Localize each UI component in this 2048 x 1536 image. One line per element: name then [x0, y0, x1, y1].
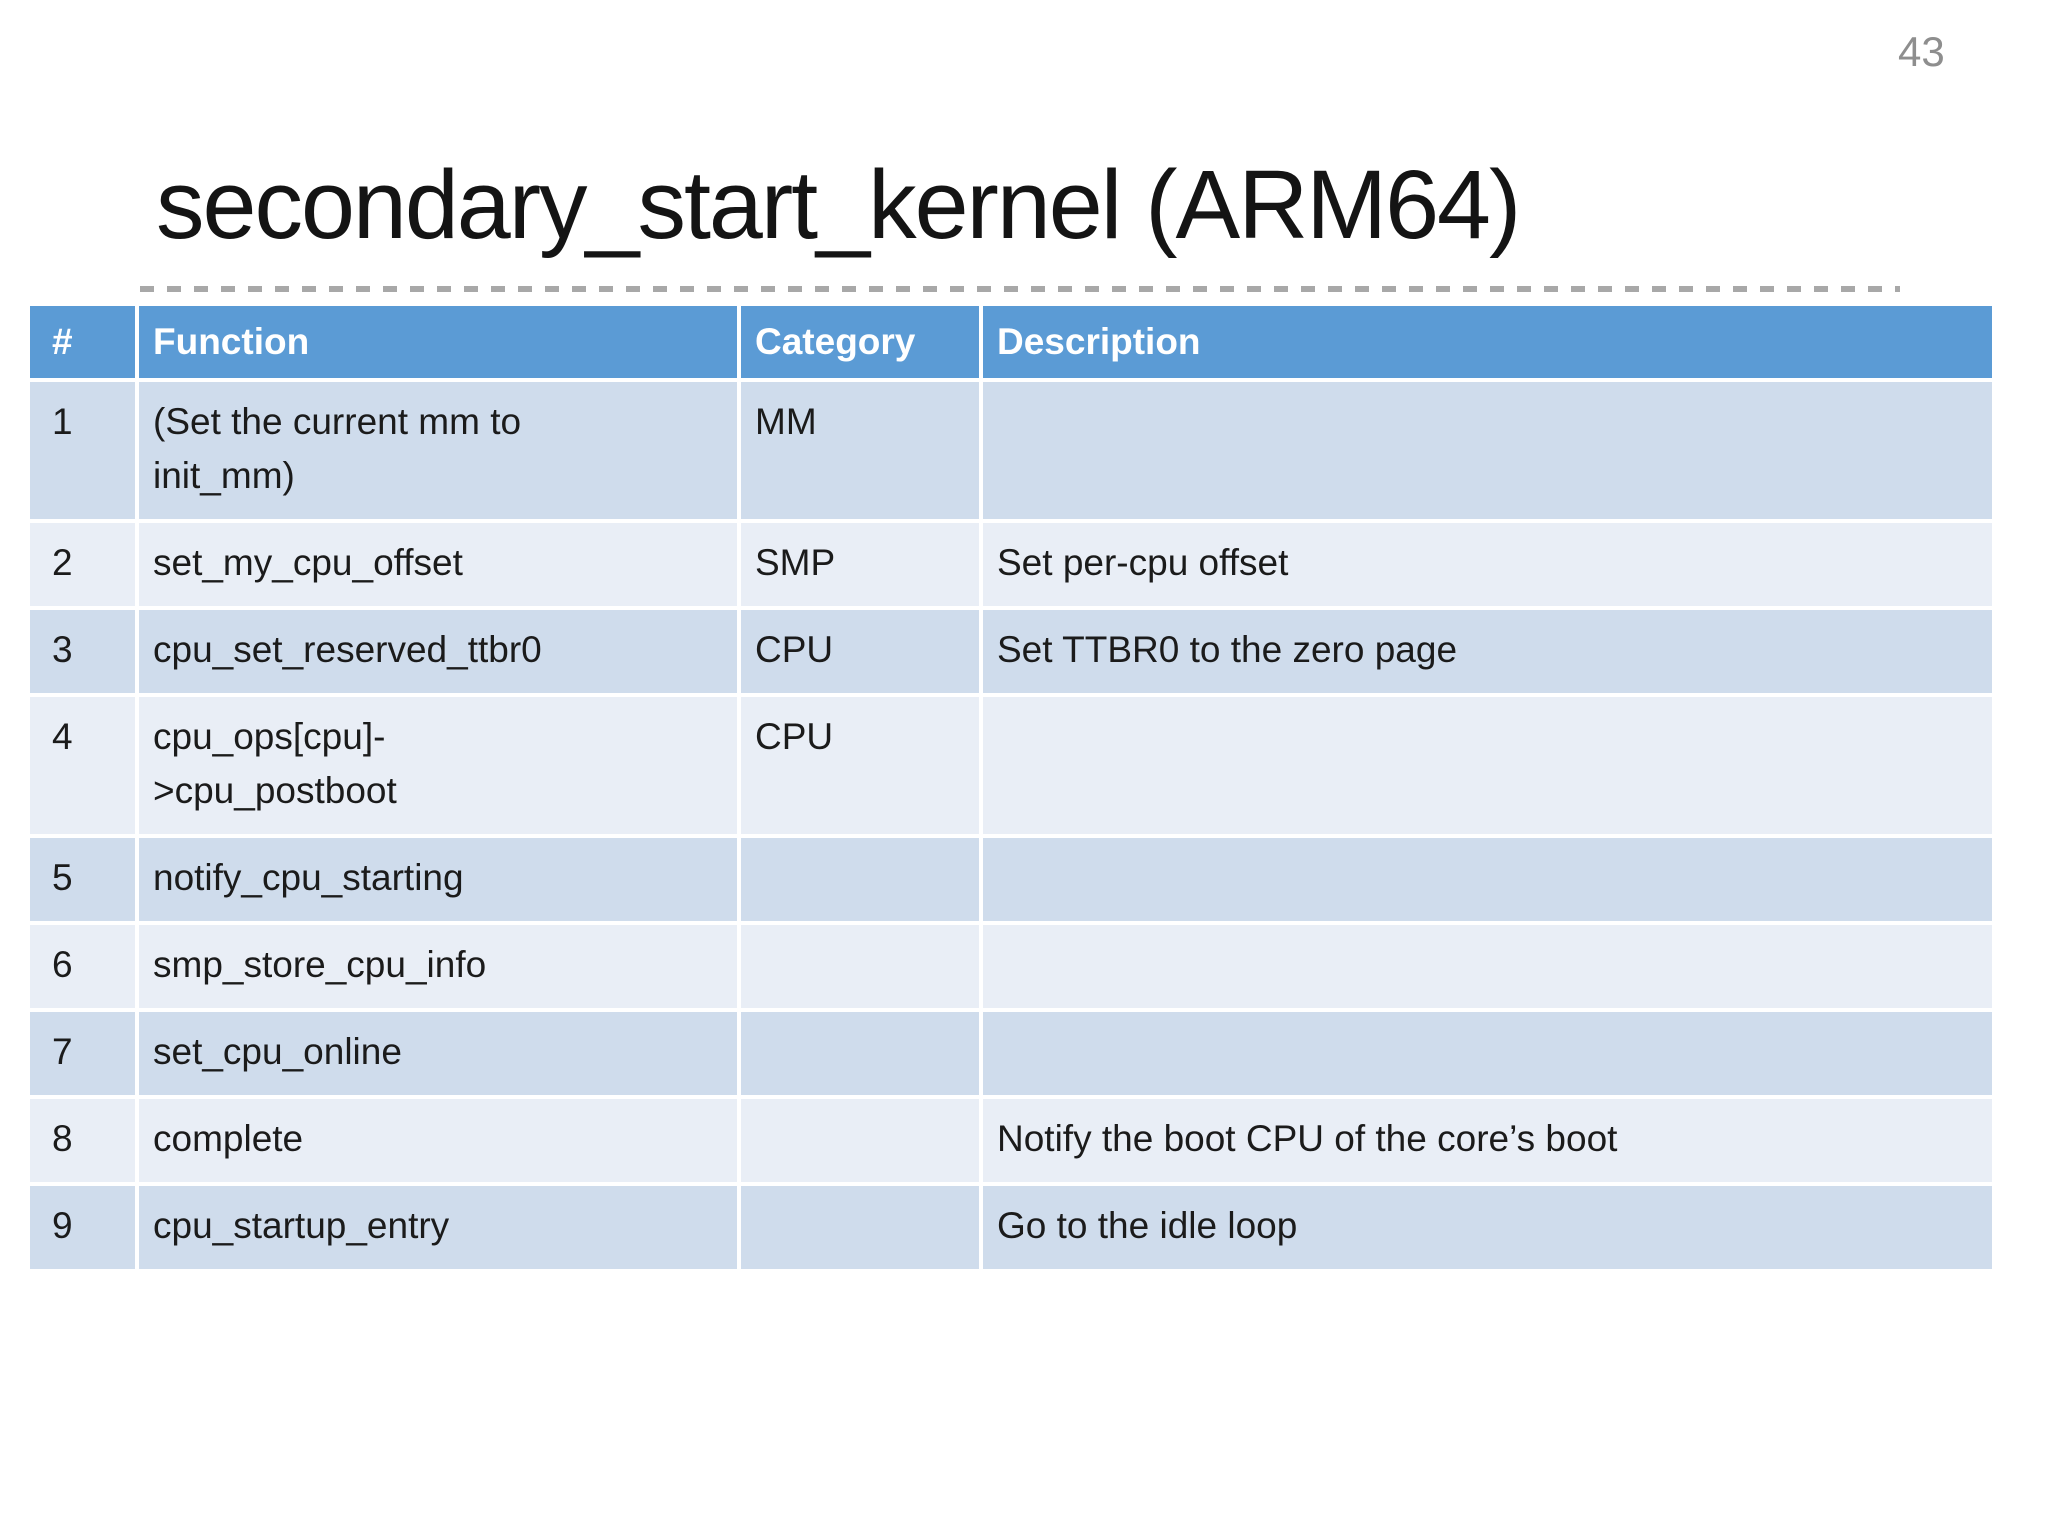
dashed-divider — [140, 286, 1900, 292]
row-number: 1 — [30, 382, 135, 519]
category-value: SMP — [741, 523, 979, 606]
category-value — [741, 838, 979, 921]
row-number: 5 — [30, 838, 135, 921]
function-name: cpu_ops[cpu]->cpu_postboot — [139, 697, 737, 834]
row-number: 2 — [30, 523, 135, 606]
description-value: Set TTBR0 to the zero page — [983, 610, 1992, 693]
column-header-category: Category — [741, 306, 979, 378]
column-header-num: # — [30, 306, 135, 378]
row-number: 6 — [30, 925, 135, 1008]
function-name: set_my_cpu_offset — [139, 523, 737, 606]
category-value — [741, 1186, 979, 1269]
category-value: MM — [741, 382, 979, 519]
category-value — [741, 1099, 979, 1182]
function-name: cpu_startup_entry — [139, 1186, 737, 1269]
description-value — [983, 1012, 1992, 1095]
function-name: (Set the current mm to init_mm) — [139, 382, 737, 519]
row-number: 8 — [30, 1099, 135, 1182]
description-value: Go to the idle loop — [983, 1186, 1992, 1269]
function-name: smp_store_cpu_info — [139, 925, 737, 1008]
row-number: 3 — [30, 610, 135, 693]
description-value — [983, 838, 1992, 921]
row-number: 7 — [30, 1012, 135, 1095]
description-value — [983, 697, 1992, 834]
slide-title: secondary_start_kernel (ARM64) — [156, 149, 1521, 259]
category-value: CPU — [741, 610, 979, 693]
category-value — [741, 925, 979, 1008]
category-value: CPU — [741, 697, 979, 834]
page-number: 43 — [1898, 28, 1945, 75]
function-name: complete — [139, 1099, 737, 1182]
function-name: cpu_set_reserved_ttbr0 — [139, 610, 737, 693]
row-number: 4 — [30, 697, 135, 834]
description-value — [983, 382, 1992, 519]
description-value: Set per-cpu offset — [983, 523, 1992, 606]
function-name: notify_cpu_starting — [139, 838, 737, 921]
function-name: set_cpu_online — [139, 1012, 737, 1095]
description-value: Notify the boot CPU of the core’s boot — [983, 1099, 1992, 1182]
column-header-function: Function — [139, 306, 737, 378]
column-header-description: Description — [983, 306, 1992, 378]
row-number: 9 — [30, 1186, 135, 1269]
process-table: # Function Category Description 1(Set th… — [30, 306, 1992, 1269]
description-value — [983, 925, 1992, 1008]
category-value — [741, 1012, 979, 1095]
